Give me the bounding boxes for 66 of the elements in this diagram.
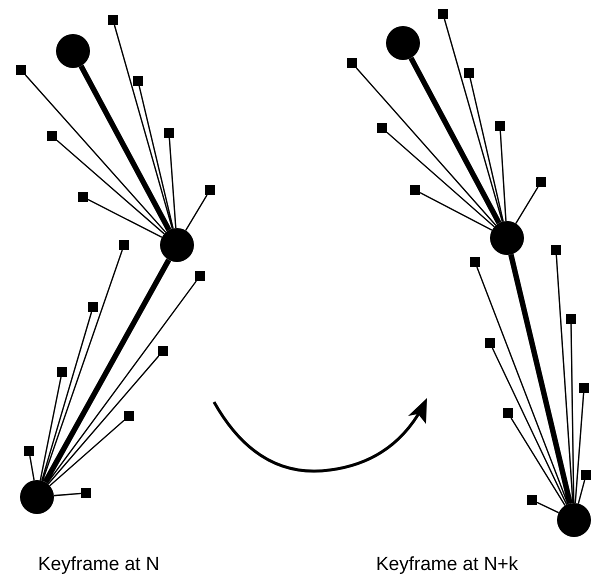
marker-line (54, 492, 82, 496)
marker-square (24, 446, 34, 456)
marker-square (536, 177, 546, 187)
marker-line (42, 250, 123, 482)
marker-line (578, 480, 586, 504)
marker-line (56, 140, 165, 234)
marker-line (48, 356, 160, 485)
marker-square (551, 245, 561, 255)
marker-line (556, 254, 574, 504)
marker-line (49, 420, 124, 486)
marker-square (133, 76, 143, 86)
marker-line (476, 266, 569, 504)
keyframe-caption: Keyframe at N+k (376, 553, 518, 574)
marker-line (138, 86, 174, 229)
marker-square (16, 65, 26, 75)
marker-square (108, 15, 118, 25)
keyframe-caption: Keyframe at N (38, 553, 160, 574)
marker-square (205, 185, 215, 195)
marker-line (40, 376, 62, 480)
marker-square (410, 185, 420, 195)
marker-line (24, 74, 166, 233)
marker-square (347, 58, 357, 68)
marker-line (114, 24, 174, 229)
marker-line (88, 198, 162, 238)
marker-line (510, 418, 566, 506)
bone-line (78, 64, 172, 232)
marker-square (57, 367, 67, 377)
marker-square (47, 131, 57, 141)
marker-line (515, 186, 539, 224)
bone-line (42, 258, 172, 484)
marker-square (581, 470, 591, 480)
marker-square (158, 346, 168, 356)
marker-line (420, 192, 492, 231)
marker-square (78, 192, 88, 202)
marker-square (495, 121, 505, 131)
marker-line (29, 456, 35, 480)
marker-line (444, 18, 503, 222)
marker-square (470, 257, 480, 267)
marker-line (536, 502, 559, 514)
marker-square (527, 495, 537, 505)
marker-square (81, 488, 91, 498)
bone-line (408, 56, 502, 224)
marker-line (386, 132, 495, 228)
marker-square (119, 240, 129, 250)
bone-line (508, 254, 573, 504)
marker-line (185, 194, 208, 231)
marker-line (46, 280, 197, 484)
marker-square (164, 128, 174, 138)
marker-square (566, 314, 576, 324)
marker-square (579, 383, 589, 393)
marker-line (41, 312, 92, 481)
marker-square (503, 408, 513, 418)
marker-line (574, 392, 584, 504)
marker-square (438, 9, 448, 19)
marker-square (485, 338, 495, 348)
marker-square (195, 271, 205, 281)
marker-line (469, 78, 504, 222)
marker-square (88, 302, 98, 312)
marker-line (356, 68, 496, 226)
marker-line (500, 130, 507, 222)
marker-square (124, 411, 134, 421)
marker-line (168, 138, 176, 228)
marker-square (377, 123, 387, 133)
marker-square (464, 68, 474, 78)
marker-line (570, 324, 574, 503)
marker-line (492, 348, 568, 505)
